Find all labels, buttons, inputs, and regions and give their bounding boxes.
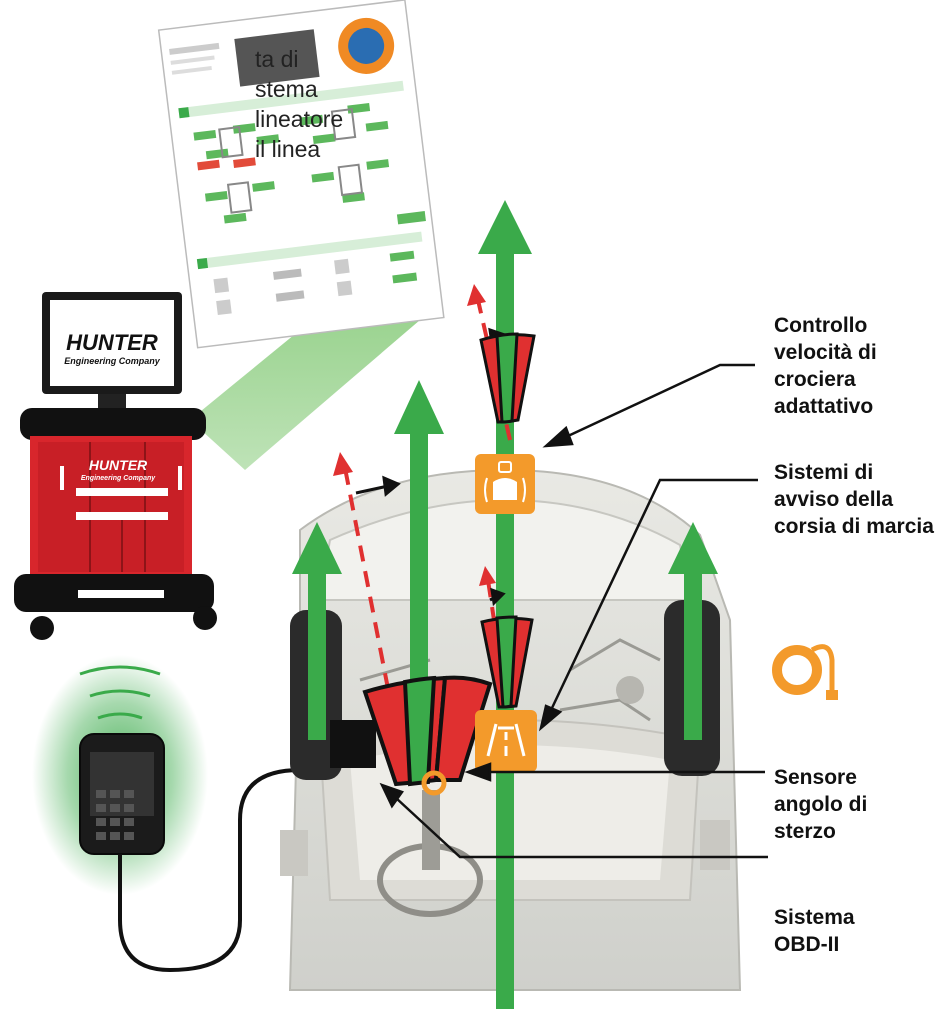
callout-line: Sistema: [774, 906, 855, 929]
callout-line: corsia di marcia: [774, 515, 934, 538]
callout-line: angolo di: [774, 793, 868, 816]
callout-line: adattativo: [774, 395, 874, 418]
intro-line: ta di: [255, 46, 299, 72]
obd-dongle-icon: [32, 655, 208, 895]
callout-steering-sensor: Sensore angolo di sterzo: [774, 764, 867, 845]
obd-connector-icon: [330, 720, 376, 768]
report-sheet-icon: [157, 0, 445, 349]
callout-line: Sistemi di: [774, 461, 874, 484]
steering-sensor-icon: [421, 644, 838, 796]
callout-obd: Sistema OBD-II: [774, 904, 855, 958]
callout-line: velocità di: [774, 341, 877, 364]
callout-leaders: [379, 363, 768, 859]
svg-text:Engineering Company: Engineering Company: [81, 475, 156, 482]
brand-logo: HUNTER: [66, 330, 158, 355]
callout-line: Sensore: [774, 766, 857, 789]
report-beam: [190, 320, 420, 470]
intro-line: stema: [255, 76, 318, 102]
sector-gauge-large: [362, 675, 493, 787]
intro-line: il linea: [255, 136, 321, 162]
acc-sensor-icon: [475, 454, 535, 514]
intro-text: ta di stema lineatore il linea: [255, 44, 415, 164]
callout-line: Controllo: [774, 314, 868, 337]
lane-camera-icon: [475, 710, 537, 772]
callout-lane: Sistemi di avviso della corsia di marcia: [774, 459, 934, 540]
alignment-console-icon: HUNTER Engineering Company HUNTER Engine…: [14, 292, 217, 640]
sector-gauge-lower: [480, 615, 534, 709]
callout-line: crociera: [774, 368, 856, 391]
intro-line: lineatore: [255, 106, 344, 132]
sector-gauge-upper: [479, 332, 536, 424]
callout-line: avviso della: [774, 488, 894, 511]
callout-line: OBD-II: [774, 933, 840, 956]
callout-line: sterzo: [774, 820, 836, 843]
svg-text:HUNTER: HUNTER: [89, 457, 148, 473]
callout-acc: Controllo velocità di crociera adattativ…: [774, 312, 877, 420]
svg-text:Engineering Company: Engineering Company: [64, 356, 161, 366]
